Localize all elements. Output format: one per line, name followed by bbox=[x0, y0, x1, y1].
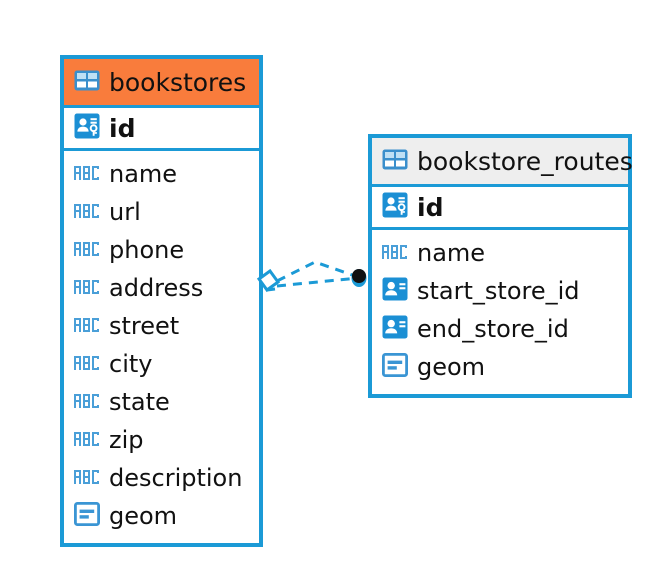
text-type-icon bbox=[74, 203, 100, 222]
relationship-edge-lower bbox=[276, 276, 359, 288]
field-row-id[interactable]: id bbox=[64, 105, 259, 151]
field-label: city bbox=[109, 350, 153, 378]
table-icon bbox=[382, 149, 408, 174]
field-label: phone bbox=[109, 236, 185, 264]
field-row-url[interactable]: url bbox=[64, 193, 259, 231]
field-label: name bbox=[417, 239, 486, 267]
entity-header-bookstore-routes[interactable]: bookstore_routes bbox=[372, 138, 633, 184]
entity-title: bookstore_routes bbox=[417, 146, 633, 176]
text-type-icon bbox=[74, 469, 100, 488]
field-row-description[interactable]: description bbox=[64, 459, 259, 497]
text-type-icon bbox=[74, 393, 100, 412]
field-label: name bbox=[109, 160, 178, 188]
table-icon bbox=[74, 70, 100, 95]
field-label: geom bbox=[417, 353, 486, 381]
field-label: address bbox=[109, 274, 204, 302]
field-label: end_store_id bbox=[417, 315, 569, 343]
field-row-state[interactable]: state bbox=[64, 383, 259, 421]
relationship-edge-upper bbox=[276, 260, 359, 283]
field-label: id bbox=[109, 113, 136, 143]
field-label: street bbox=[109, 312, 180, 340]
geometry-type-icon bbox=[381, 352, 409, 381]
field-row-geom[interactable]: geom bbox=[64, 497, 259, 535]
field-row-name[interactable]: name bbox=[372, 234, 628, 272]
field-row-phone[interactable]: phone bbox=[64, 231, 259, 269]
entity-title: bookstores bbox=[109, 67, 247, 97]
field-label: state bbox=[109, 388, 170, 416]
entity-bookstore-routes[interactable]: bookstore_routes id bbox=[368, 134, 633, 398]
field-row-street[interactable]: street bbox=[64, 307, 259, 345]
foreign-key-icon bbox=[382, 315, 408, 343]
field-label: geom bbox=[109, 502, 178, 530]
primary-key-icon bbox=[74, 113, 100, 143]
field-row-start-store-id[interactable]: start_store_id bbox=[372, 272, 628, 310]
text-type-icon bbox=[74, 241, 100, 260]
text-type-icon bbox=[74, 165, 100, 184]
entity-bookstores[interactable]: bookstores id bbox=[60, 55, 263, 547]
field-row-city[interactable]: city bbox=[64, 345, 259, 383]
field-row-name[interactable]: name bbox=[64, 155, 259, 193]
foreign-key-icon bbox=[382, 277, 408, 305]
text-type-icon bbox=[74, 317, 100, 336]
relationship-connector[interactable] bbox=[255, 245, 385, 315]
field-label: description bbox=[109, 464, 243, 492]
field-label: url bbox=[109, 198, 141, 226]
field-row-end-store-id[interactable]: end_store_id bbox=[372, 310, 628, 348]
field-label: zip bbox=[109, 426, 144, 454]
field-list-bookstore-routes: name start_store_id bbox=[372, 230, 628, 386]
text-type-icon bbox=[74, 279, 100, 298]
field-list-bookstores: name bbox=[64, 151, 259, 535]
field-row-address[interactable]: address bbox=[64, 269, 259, 307]
field-row-id[interactable]: id bbox=[372, 184, 628, 230]
text-type-icon bbox=[74, 431, 100, 450]
field-label: start_store_id bbox=[417, 277, 580, 305]
field-row-geom[interactable]: geom bbox=[372, 348, 628, 386]
primary-key-icon bbox=[382, 192, 408, 222]
filled-circle-marker bbox=[351, 269, 367, 287]
text-type-icon bbox=[74, 355, 100, 374]
entity-header-bookstores[interactable]: bookstores bbox=[64, 59, 259, 105]
field-label: id bbox=[417, 192, 444, 222]
geometry-type-icon bbox=[73, 501, 101, 530]
field-row-zip[interactable]: zip bbox=[64, 421, 259, 459]
text-type-icon bbox=[382, 244, 408, 263]
